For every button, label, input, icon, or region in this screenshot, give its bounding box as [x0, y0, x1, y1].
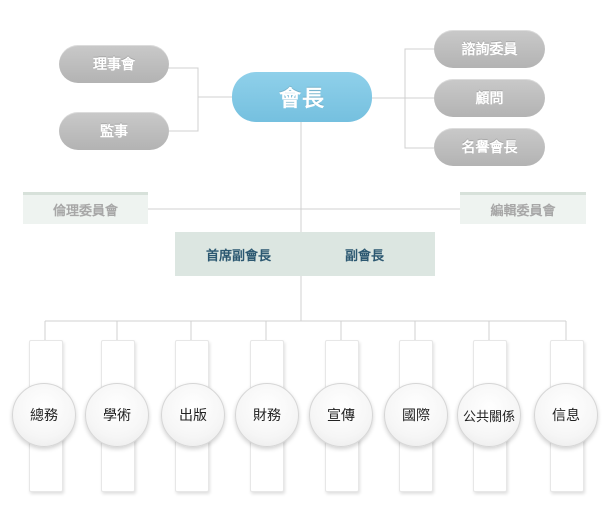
editorial-committee-label: 編輯委員會 — [490, 204, 556, 219]
consultant-label: 顧問 — [475, 91, 504, 107]
auditor-label: 監事 — [100, 124, 128, 140]
department-general-affairs: 總務 — [12, 383, 76, 447]
department-label: 財務 — [253, 408, 281, 424]
honorary-president-label: 名譽會長 — [461, 140, 518, 156]
auditor-node: 監事 — [59, 112, 169, 150]
department-label: 總務 — [30, 408, 58, 424]
department-public-relations: 公共關係 — [457, 383, 521, 447]
department-label: 公共關係 — [462, 409, 515, 425]
board-of-directors-label: 理事會 — [93, 57, 135, 73]
department-label: 信息 — [552, 408, 580, 424]
department-publication: 出版 — [161, 383, 225, 447]
department-information: 信息 — [534, 383, 598, 447]
board-of-directors-node: 理事會 — [59, 45, 169, 83]
first-vice-president-label: 首席副會長 — [206, 248, 272, 264]
vice-president-bar: 首席副會長 副會長 — [175, 232, 435, 276]
editorial-committee-node: 編輯委員會 — [460, 192, 586, 224]
department-label: 宣傳 — [327, 408, 355, 424]
department-finance: 財務 — [235, 383, 299, 447]
department-label: 國際 — [402, 408, 430, 424]
department-academic: 學術 — [85, 383, 149, 447]
president-label: 會長 — [278, 87, 325, 112]
honorary-president-node: 名譽會長 — [434, 128, 545, 166]
ethics-committee-label: 倫理委員會 — [52, 204, 118, 219]
department-international: 國際 — [384, 383, 448, 447]
vice-president-label: 副會長 — [345, 248, 385, 264]
advisory-committee-label: 諮詢委員 — [461, 42, 518, 58]
department-promotion: 宣傳 — [309, 383, 373, 447]
advisory-committee-node: 諮詢委員 — [434, 30, 545, 68]
consultant-node: 顧問 — [434, 79, 545, 117]
ethics-committee-node: 倫理委員會 — [23, 192, 148, 224]
department-label: 學術 — [103, 408, 131, 424]
department-label: 出版 — [179, 408, 207, 424]
president-node: 會長 — [232, 72, 372, 122]
